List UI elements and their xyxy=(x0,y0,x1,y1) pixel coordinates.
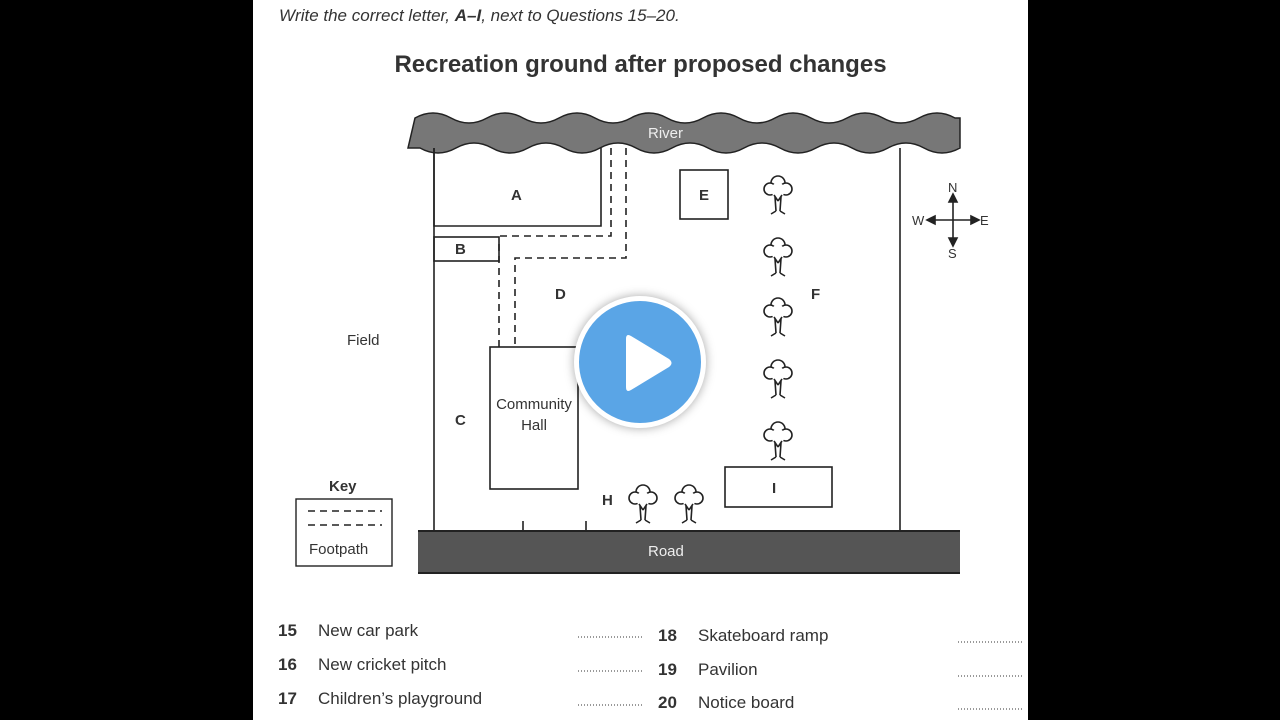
road-label: Road xyxy=(648,543,684,560)
question-number: 19 xyxy=(658,660,677,679)
field-label: Field xyxy=(347,332,380,349)
question-text: New car park xyxy=(318,621,419,640)
tree-icon xyxy=(674,484,704,524)
area-c-label: C xyxy=(455,412,466,429)
river-label: River xyxy=(648,125,684,142)
key-footpath-label: Footpath xyxy=(309,541,369,558)
question-number: 16 xyxy=(278,655,297,674)
instruction-suffix: , next to Questions 15–20. xyxy=(481,6,680,25)
worksheet-page: Write the correct letter, A–I, next to Q… xyxy=(253,0,1028,720)
question-number: 17 xyxy=(278,689,297,708)
question-text: Notice board xyxy=(698,693,795,712)
play-button[interactable] xyxy=(574,296,706,428)
tree-icon xyxy=(628,484,658,524)
compass-east: E xyxy=(980,213,989,228)
road-band xyxy=(418,531,960,573)
area-a xyxy=(433,148,602,227)
area-b-label: B xyxy=(455,241,466,258)
tree-icon xyxy=(763,421,793,461)
tree-icon xyxy=(763,297,793,337)
compass-north: N xyxy=(948,180,958,195)
tree-icon xyxy=(763,175,793,215)
tree-icon xyxy=(763,237,793,277)
question-text: New cricket pitch xyxy=(318,655,447,674)
area-i xyxy=(724,466,833,508)
community-hall-label: Community Hall xyxy=(490,394,578,436)
area-i-label: I xyxy=(772,480,777,497)
question-text: Pavilion xyxy=(698,660,758,679)
compass-south: S xyxy=(948,246,957,261)
play-icon xyxy=(626,335,672,391)
community-hall-line1: Community xyxy=(496,396,572,413)
river-band xyxy=(407,112,961,154)
area-f-label: F xyxy=(811,286,821,303)
key-box xyxy=(295,498,393,567)
area-e xyxy=(679,169,729,220)
area-d-label: D xyxy=(555,286,566,303)
map-diagram xyxy=(295,112,1024,710)
footpath xyxy=(498,148,627,347)
compass-west: W xyxy=(912,213,925,228)
area-e-label: E xyxy=(699,187,710,204)
area-a-label: A xyxy=(511,187,522,204)
question-number: 15 xyxy=(278,621,297,640)
tree-icon xyxy=(763,359,793,399)
instruction-letters: A–I xyxy=(454,6,482,25)
instruction-prefix: Write the correct letter, xyxy=(279,6,455,25)
question-number: 18 xyxy=(658,626,677,645)
compass-icon xyxy=(925,192,981,248)
question-number: 20 xyxy=(658,693,677,712)
question-text: Skateboard ramp xyxy=(698,626,829,645)
key-title: Key xyxy=(329,478,357,495)
community-hall-line2: Hall xyxy=(521,417,547,434)
community-hall xyxy=(489,346,579,490)
map-title: Recreation ground after proposed changes xyxy=(394,51,887,78)
instruction-text: Write the correct letter, A–I, next to Q… xyxy=(279,6,680,26)
question-text: Children’s playground xyxy=(318,689,483,708)
area-h-label: H xyxy=(602,492,613,509)
area-b xyxy=(433,236,500,262)
